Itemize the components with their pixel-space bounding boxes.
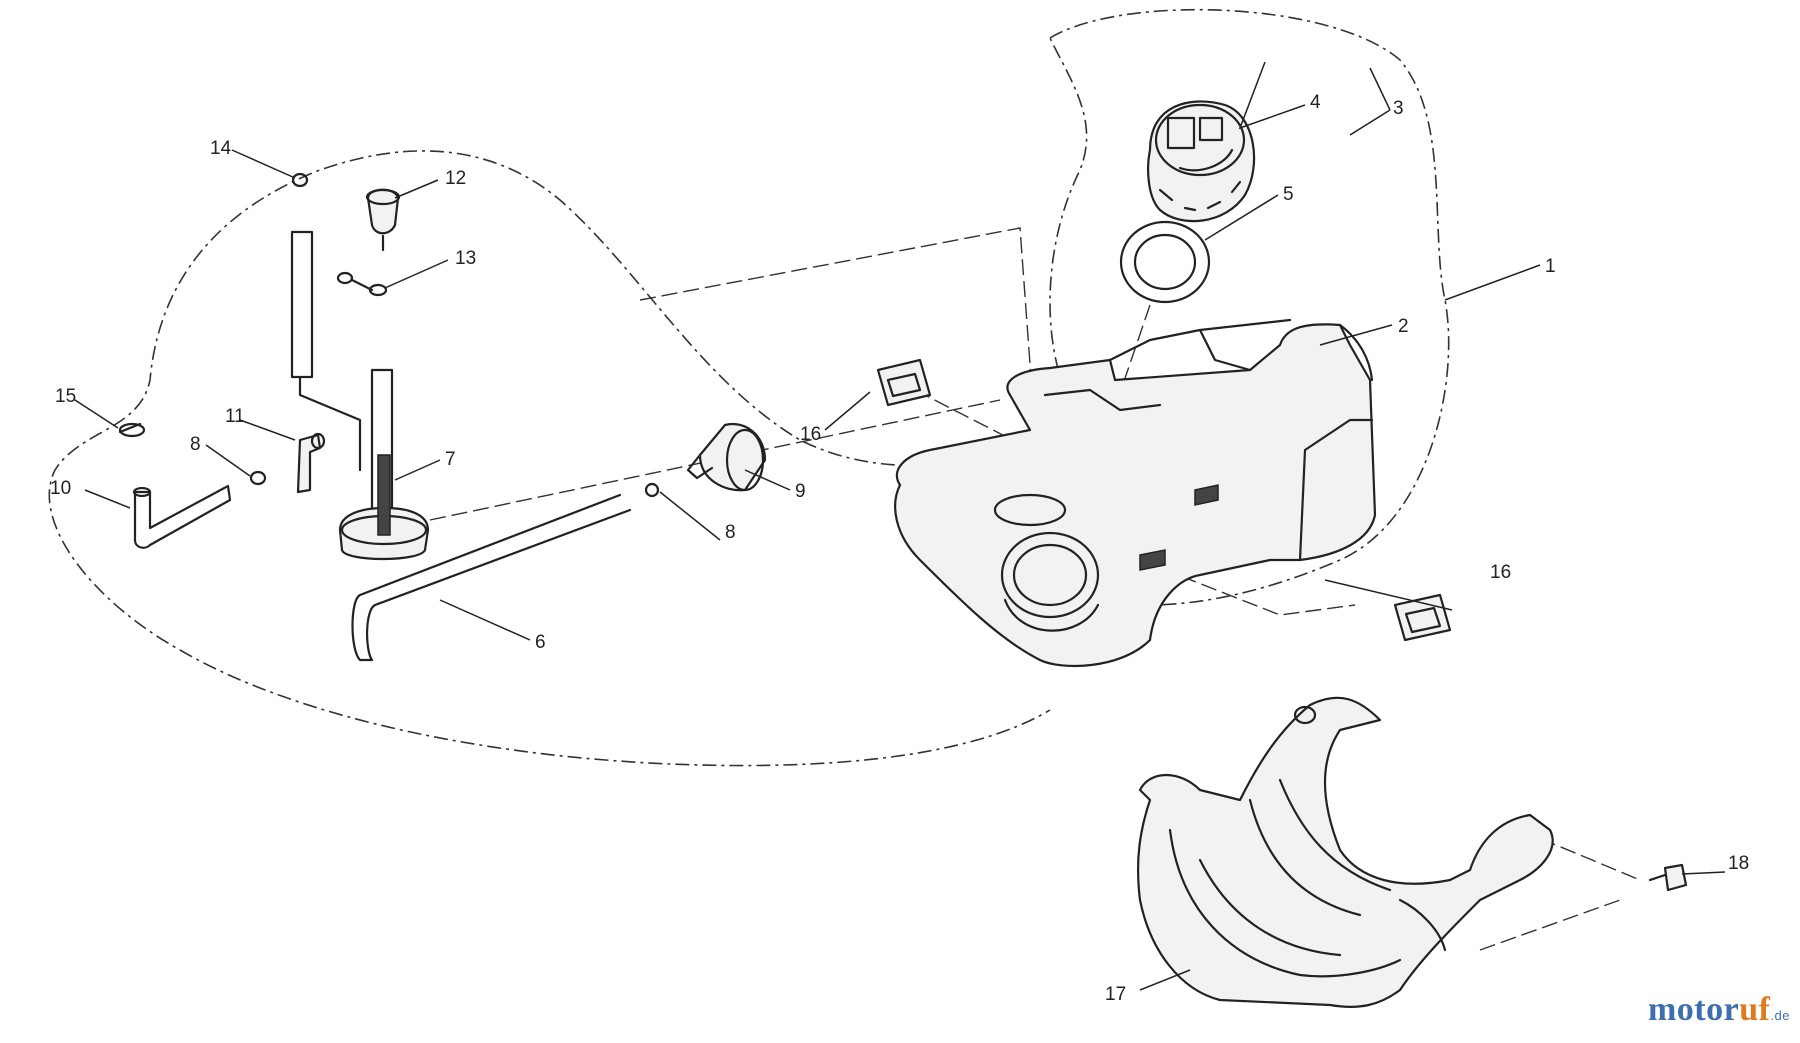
return-line — [132, 484, 232, 549]
tank-cradle — [1136, 696, 1554, 1008]
cap-gasket — [1119, 220, 1211, 304]
callout-4: 4 — [1310, 92, 1321, 113]
callout-1: 1 — [1545, 256, 1556, 277]
watermark-motor: motor — [1647, 991, 1740, 1028]
callout-8-left: 8 — [190, 434, 201, 455]
callout-18: 18 — [1728, 853, 1749, 874]
callout-3: 3 — [1393, 98, 1404, 119]
elbow-fitting — [296, 432, 326, 494]
leader-lines — [74, 61, 1726, 991]
screw-18 — [1648, 863, 1688, 892]
callout-9: 9 — [795, 481, 806, 502]
callout-16-lower: 16 — [1490, 562, 1511, 583]
callout-6: 6 — [535, 632, 546, 653]
primer-bulb — [365, 188, 401, 252]
callout-11: 11 — [225, 406, 245, 427]
washer-13 — [336, 271, 388, 297]
watermark-suffix: .de — [1770, 1008, 1790, 1023]
watermark-uf: uf — [1739, 991, 1771, 1028]
assembly-line-filter-to-tank — [639, 227, 1041, 501]
watermark-logo: motoruf.de — [1648, 991, 1790, 1029]
primer-tube — [338, 368, 430, 561]
fuel-line — [351, 493, 632, 662]
fuel-tank — [894, 318, 1377, 668]
fuel-cap — [1147, 100, 1256, 223]
rubber-mount-upper — [876, 358, 932, 407]
callout-8-right: 8 — [725, 522, 736, 543]
assembly-line-screw-2 — [1479, 899, 1621, 951]
fuel-system-group-outline — [48, 8, 1450, 767]
callout-5: 5 — [1283, 184, 1294, 205]
callout-16-upper: 16 — [800, 424, 821, 445]
callout-12: 12 — [445, 168, 466, 189]
callout-17: 17 — [1105, 984, 1126, 1005]
callout-15: 15 — [55, 386, 76, 407]
vent-tube — [290, 172, 362, 472]
clip-15 — [118, 422, 146, 438]
callout-2: 2 — [1398, 316, 1409, 337]
callout-14: 14 — [210, 138, 232, 159]
callout-10: 10 — [50, 478, 71, 499]
rubber-mount-lower — [1393, 593, 1452, 642]
callout-13: 13 — [455, 248, 476, 269]
fitting-8-right — [644, 482, 660, 498]
callout-7: 7 — [445, 449, 456, 470]
fuel-filter — [686, 422, 767, 492]
fitting-8-left — [249, 470, 267, 486]
